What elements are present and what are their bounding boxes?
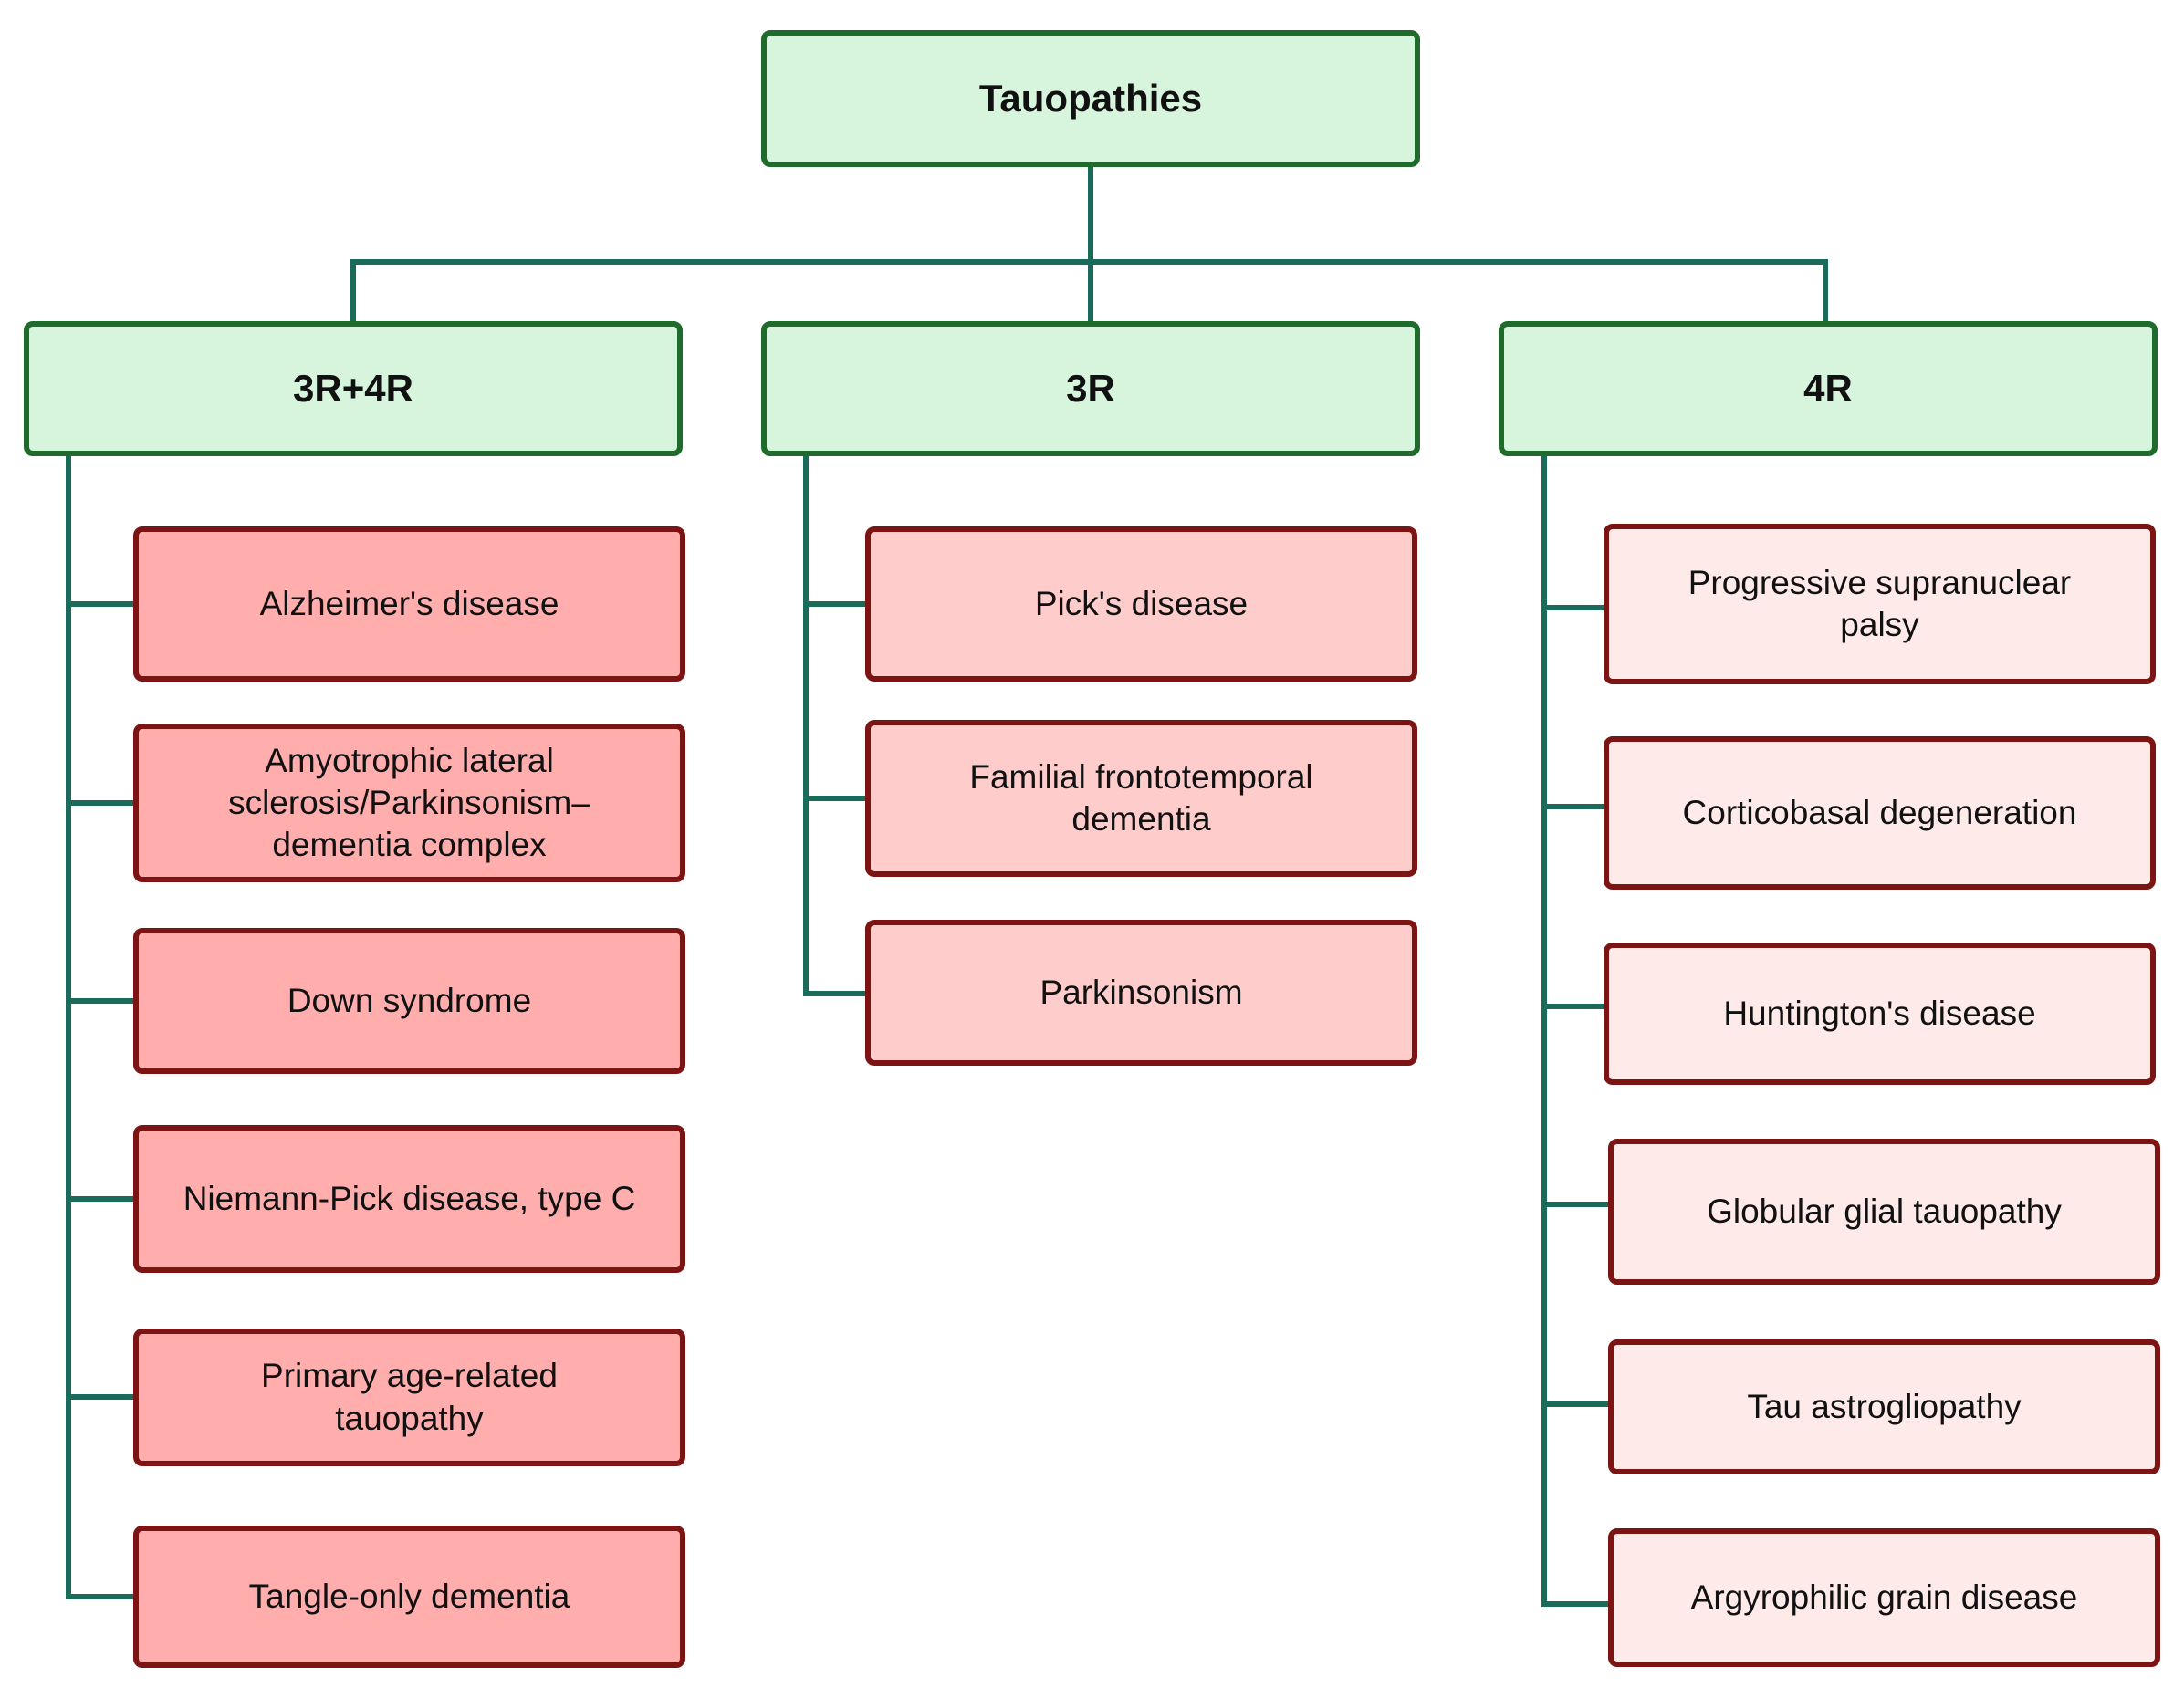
disease-node-tau-astrogliopathy: Tau astrogliopathy: [1608, 1339, 2160, 1474]
root-node-tauopathies: Tauopathies: [761, 30, 1420, 167]
disease-node-picks: Pick's disease: [865, 526, 1417, 682]
disease-label: Huntington's disease: [1723, 994, 2036, 1032]
category-label: 4R: [1803, 366, 1853, 410]
disease-label: Globular glial tauopathy: [1707, 1192, 2062, 1230]
disease-label: Primary age-related tauopathy: [261, 1357, 558, 1437]
disease-label: Progressive supranuclear palsy: [1688, 563, 2072, 643]
disease-node-alzheimers: Alzheimer's disease: [133, 526, 685, 682]
category-node-3r4r: 3R+4R: [24, 321, 683, 456]
disease-label: Parkinsonism: [1040, 973, 1243, 1011]
disease-node-huntingtons: Huntington's disease: [1604, 943, 2156, 1085]
disease-label: Down syndrome: [287, 981, 532, 1019]
disease-node-tangle-only-dementia: Tangle-only dementia: [133, 1526, 685, 1668]
disease-label: Amyotrophic lateral sclerosis/Parkinsoni…: [228, 741, 590, 864]
disease-node-ggt: Globular glial tauopathy: [1608, 1139, 2160, 1285]
disease-node-niemann-pick-c: Niemann-Pick disease, type C: [133, 1125, 685, 1273]
disease-node-cbd: Corticobasal degeneration: [1604, 736, 2156, 890]
disease-node-down-syndrome: Down syndrome: [133, 928, 685, 1074]
disease-label: Corticobasal degeneration: [1682, 793, 2077, 831]
disease-node-als-pdc: Amyotrophic lateral sclerosis/Parkinsoni…: [133, 724, 685, 882]
disease-node-agd: Argyrophilic grain disease: [1608, 1528, 2160, 1667]
disease-label: Argyrophilic grain disease: [1690, 1578, 2078, 1616]
disease-node-familial-ftd: Familial frontotemporal dementia: [865, 720, 1417, 877]
root-node-label: Tauopathies: [978, 76, 1203, 120]
disease-label: Tau astrogliopathy: [1747, 1387, 2022, 1425]
category-node-4r: 4R: [1499, 321, 2158, 456]
disease-label: Tangle-only dementia: [248, 1577, 570, 1615]
disease-node-parkinsonism: Parkinsonism: [865, 920, 1417, 1066]
category-node-3r: 3R: [761, 321, 1420, 456]
disease-label: Pick's disease: [1034, 584, 1249, 622]
category-label: 3R+4R: [293, 366, 413, 410]
disease-node-psp: Progressive supranuclear palsy: [1604, 524, 2156, 684]
disease-label: Familial frontotemporal dementia: [969, 757, 1313, 838]
disease-label: Alzheimer's disease: [259, 584, 559, 622]
category-label: 3R: [1066, 366, 1115, 410]
disease-label: Niemann-Pick disease, type C: [183, 1179, 636, 1217]
disease-node-part: Primary age-related tauopathy: [133, 1329, 685, 1466]
